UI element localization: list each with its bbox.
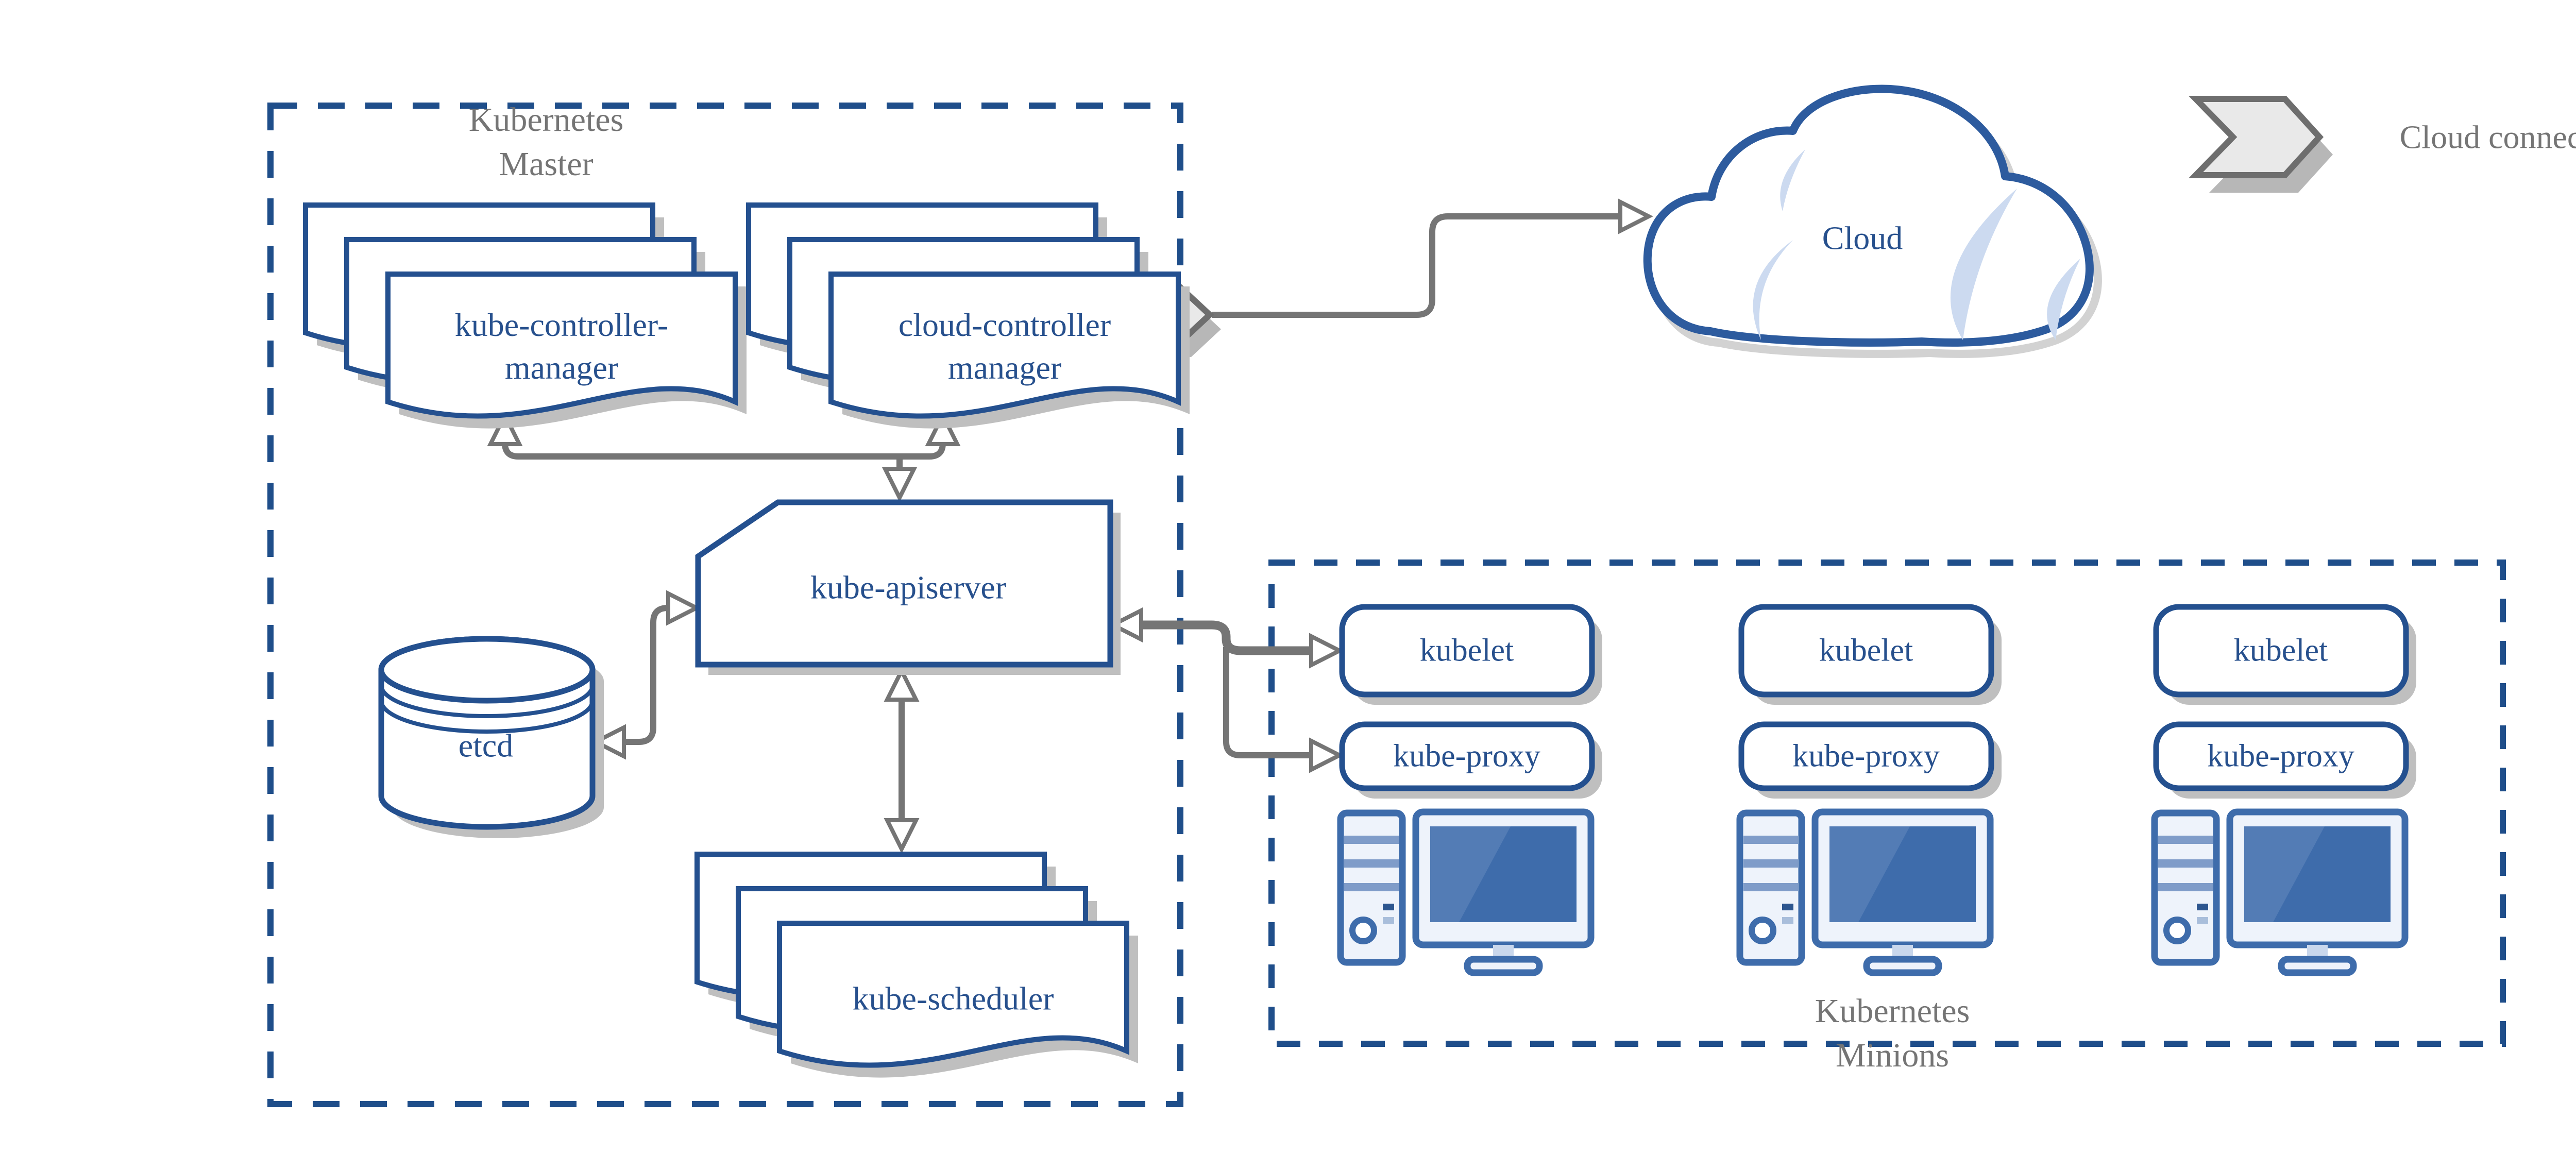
minions-group-border	[1268, 559, 2506, 1047]
etcd-label: etcd	[458, 727, 514, 764]
minion-node-3	[2155, 604, 2416, 973]
cloud-node	[1643, 84, 2102, 358]
master-group-label: Kubernetes Master	[468, 101, 624, 183]
cloud-label: Cloud	[1822, 219, 1903, 257]
kube-scheduler-node	[697, 854, 1138, 1078]
computer-icon	[1341, 812, 1591, 973]
kube-proxy-label-2: kube-proxy	[1792, 738, 1940, 774]
cloud-controller-manager-label: cloud-controller manager	[898, 306, 1111, 386]
cloud-connector-legend-label: Cloud connector	[2399, 118, 2576, 156]
etcd-node	[378, 636, 604, 838]
apiserver-minions-connector	[1108, 607, 1344, 773]
cloud-highlight	[2047, 259, 2080, 340]
kube-proxy-label-1: kube-proxy	[1393, 738, 1540, 774]
minion-node-2	[1740, 604, 2002, 973]
kube-controller-manager-label: kube-controller- manager	[454, 306, 669, 386]
cloud-highlight	[1780, 149, 1805, 211]
cloud-highlight	[1753, 240, 1793, 340]
computer-icon	[2155, 812, 2405, 973]
kube-apiserver-label: kube-apiserver	[810, 569, 1007, 606]
kube-scheduler-label: kube-scheduler	[852, 980, 1054, 1017]
apiserver-scheduler-connector	[884, 666, 920, 854]
cloud-connector-legend-icon	[2188, 96, 2333, 193]
apiserver-etcd-connector	[591, 590, 701, 760]
cloud-highlight	[1950, 189, 2017, 340]
controllers-apiserver-connector	[487, 411, 961, 502]
kubelet-label-2: kubelet	[1819, 633, 1913, 668]
kubelet-label-3: kubelet	[2233, 633, 2328, 668]
minions-group-label: Kubernetes Minions	[1815, 992, 1970, 1074]
kubelet-label-1: kubelet	[1419, 633, 1514, 668]
minion-node-1	[1341, 604, 1602, 973]
computer-icon	[1740, 812, 1990, 973]
kube-proxy-label-3: kube-proxy	[2207, 738, 2354, 774]
kube-apiserver-node	[695, 499, 1121, 675]
cloud-connector-line	[1212, 198, 1653, 318]
